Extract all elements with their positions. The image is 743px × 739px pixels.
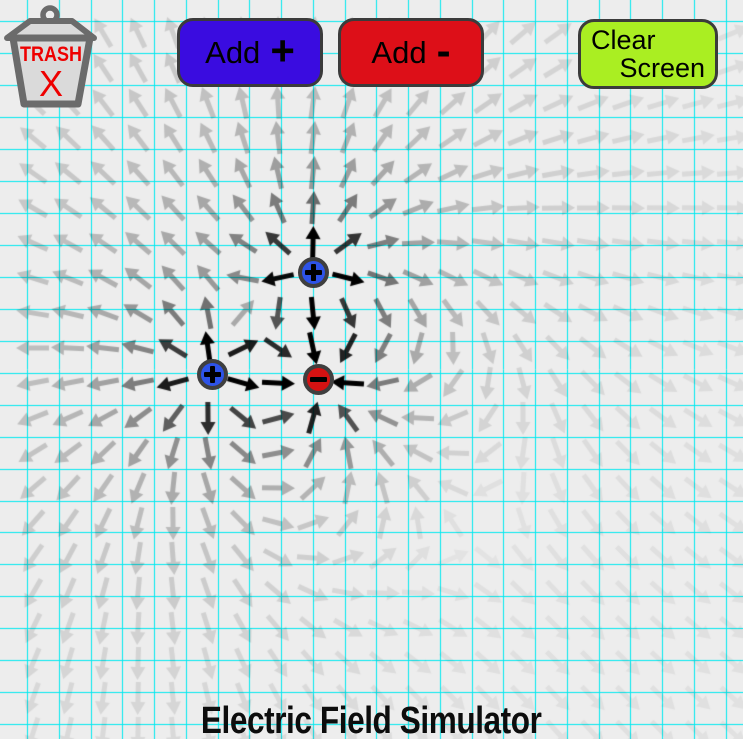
minus-icon (309, 376, 327, 382)
clear-label-line2: Screen (619, 53, 705, 83)
page-title: Electric Field Simulator (0, 700, 743, 739)
add-negative-button[interactable]: Add - (338, 18, 484, 87)
add-positive-button[interactable]: Add + (177, 18, 323, 87)
plus-icon (310, 263, 316, 281)
trash-lid (4, 18, 97, 41)
clear-screen-button[interactable]: Clear Screen (578, 19, 718, 89)
plus-icon (209, 365, 215, 383)
trash-can-icon: TRASH X (4, 5, 97, 108)
trash-body (9, 34, 94, 108)
trash-can[interactable]: TRASH X (2, 4, 104, 108)
page-title-text: Electric Field Simulator (201, 700, 542, 739)
positive-charge[interactable] (297, 256, 329, 288)
trash-label: TRASH (20, 43, 82, 66)
add-positive-label: Add (205, 34, 261, 70)
negative-charge[interactable] (302, 363, 334, 395)
trash-x-label: X (39, 63, 63, 104)
clear-label-line1: Clear (591, 24, 656, 55)
add-negative-label: Add (371, 34, 427, 70)
positive-charge[interactable] (196, 358, 228, 390)
